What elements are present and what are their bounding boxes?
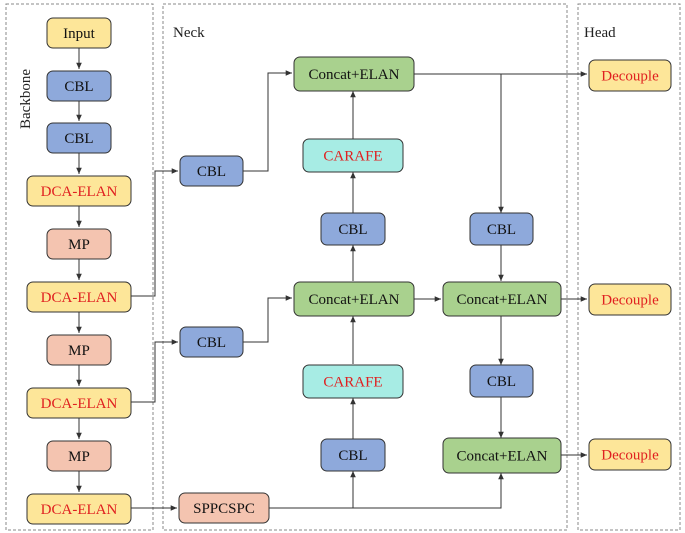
node-label: SPPCSPC: [193, 501, 255, 517]
node-cbl-right-low: CBL: [469, 364, 534, 398]
node-label: MP: [68, 237, 90, 253]
node-box: [293, 281, 415, 317]
node-box: [26, 387, 132, 419]
node-label: DCA-ELAN: [41, 396, 118, 412]
connectors: [76, 48, 587, 511]
node-label: CBL: [64, 131, 93, 147]
node-label: Input: [63, 26, 95, 42]
backbone-frame: [5, 3, 154, 531]
node-box: [588, 59, 672, 92]
backbone-label: Backbone: [18, 69, 34, 129]
node-label: Concat+ELAN: [457, 449, 548, 465]
node-box: [46, 334, 112, 366]
node-box: [26, 281, 132, 313]
node-label: MP: [68, 343, 90, 359]
edge-sppcspc-cbl-low: [269, 471, 356, 509]
neck-label: Neck: [173, 25, 205, 41]
node-box: [302, 364, 404, 399]
node-bb-dca2: DCA-ELAN: [26, 281, 132, 313]
node-nk-cbl-a: CBL: [179, 155, 244, 187]
head-label: Head: [584, 25, 616, 41]
edge-cbl-a-concat-top: [243, 70, 292, 172]
node-label: CBL: [197, 335, 226, 351]
edge-cbl-b-concat-mid: [243, 295, 292, 343]
node-concat-mid: Concat+ELAN: [293, 281, 415, 317]
node-label: Concat+ELAN: [457, 292, 548, 308]
node-box: [179, 326, 244, 358]
node-label: Concat+ELAN: [309, 67, 400, 83]
node-box: [588, 438, 672, 471]
node-sppcspc: SPPCSPC: [178, 492, 270, 524]
node-bb-cbl2: CBL: [46, 122, 112, 154]
node-decouple3: Decouple: [588, 438, 672, 471]
node-label: Decouple: [601, 69, 659, 85]
node-cbl-mid-up: CBL: [320, 212, 386, 246]
node-concat-top: Concat+ELAN: [293, 56, 415, 92]
node-label: CBL: [64, 79, 93, 95]
node-label: MP: [68, 449, 90, 465]
node-bb-dca1: DCA-ELAN: [26, 175, 132, 207]
node-label: Decouple: [601, 448, 659, 464]
node-cbl-low-up: CBL: [320, 438, 386, 472]
edge-dca2-cbl-a: [131, 168, 178, 297]
node-label: CBL: [338, 222, 367, 238]
node-box: [178, 492, 270, 524]
node-box: [302, 138, 404, 173]
node-box: [46, 70, 112, 102]
node-box: [320, 438, 386, 472]
node-nk-cbl-b: CBL: [179, 326, 244, 358]
node-bb-mp3: MP: [46, 440, 112, 472]
head-frame: [577, 3, 681, 531]
node-carafe-bot: CARAFE: [302, 364, 404, 399]
node-label: CARAFE: [323, 149, 382, 165]
neck-frame: [162, 3, 568, 531]
node-box: [46, 228, 112, 260]
node-bb-mp1: MP: [46, 228, 112, 260]
node-box: [293, 56, 415, 92]
node-box: [26, 493, 132, 525]
node-concat-right-bot: Concat+ELAN: [442, 437, 562, 474]
node-label: DCA-ELAN: [41, 502, 118, 518]
node-bb-dca4: DCA-ELAN: [26, 493, 132, 525]
node-box: [442, 281, 562, 317]
node-input: Input: [46, 17, 112, 49]
node-bb-cbl1: CBL: [46, 70, 112, 102]
node-concat-right-mid: Concat+ELAN: [442, 281, 562, 317]
node-carafe-top: CARAFE: [302, 138, 404, 173]
node-box: [469, 364, 534, 398]
node-bb-dca3: DCA-ELAN: [26, 387, 132, 419]
node-box: [46, 122, 112, 154]
node-box: [588, 283, 672, 316]
node-box: [46, 440, 112, 472]
node-box: [46, 17, 112, 49]
node-box: [26, 175, 132, 207]
node-box: [442, 437, 562, 474]
node-label: DCA-ELAN: [41, 290, 118, 306]
node-bb-mp2: MP: [46, 334, 112, 366]
node-decouple1: Decouple: [588, 59, 672, 92]
edge-sppcspc-concat-right-bot: [353, 473, 504, 509]
node-box: [469, 212, 534, 246]
node-label: CBL: [487, 374, 516, 390]
node-label: CBL: [338, 448, 367, 464]
node-label: DCA-ELAN: [41, 184, 118, 200]
node-cbl-right-top: CBL: [469, 212, 534, 246]
node-label: CARAFE: [323, 375, 382, 391]
node-label: Concat+ELAN: [309, 292, 400, 308]
node-label: CBL: [197, 164, 226, 180]
node-label: CBL: [487, 222, 516, 238]
node-decouple2: Decouple: [588, 283, 672, 316]
edge-dca3-cbl-b: [131, 339, 178, 403]
node-box: [320, 212, 386, 246]
node-box: [179, 155, 244, 187]
node-label: Decouple: [601, 293, 659, 309]
